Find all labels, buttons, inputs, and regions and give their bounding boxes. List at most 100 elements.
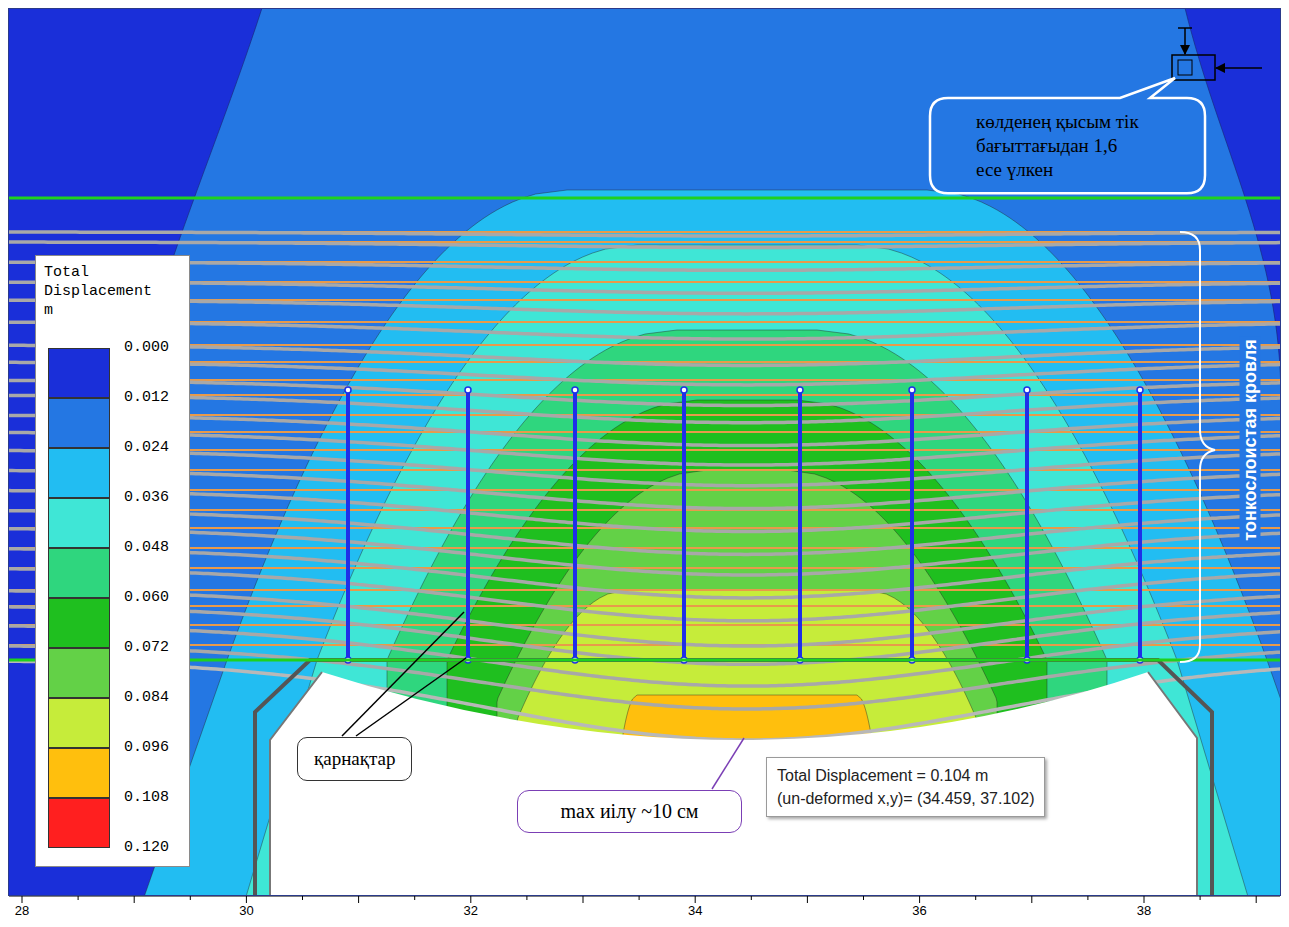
bolt-end: [797, 387, 803, 393]
deformed-layer-line: [9, 262, 1280, 270]
legend-value: 0.012: [124, 389, 169, 407]
axis-tick: [134, 896, 135, 903]
stress-symbol: [1172, 55, 1215, 80]
rock-bolt: [346, 390, 350, 660]
axis-tick: [1087, 896, 1088, 900]
original-layer-line: [9, 469, 1280, 471]
original-layer-line: [9, 489, 1280, 491]
callout-text: max иілу ~10 см: [528, 800, 731, 823]
axis-tick: [751, 896, 752, 900]
legend-value: 0.108: [124, 789, 169, 807]
rock-bolt: [910, 390, 914, 660]
rock-bolt: [798, 390, 802, 660]
callout-text: (un-deformed x,y)= (34.459, 37.102): [777, 787, 1034, 810]
original-layer-line: [9, 394, 1280, 396]
deformed-layer-line: [9, 380, 1280, 405]
callout-text: көлденең қысым тік бағыттағыдан 1,6 есе …: [976, 110, 1139, 181]
legend-swatch: [48, 448, 110, 498]
original-layer-line: [9, 379, 1280, 381]
legend-swatch: [48, 348, 110, 398]
axis-tick: [1144, 896, 1145, 903]
legend-value: 0.120: [124, 839, 169, 857]
bolt-callout: қарнақтар: [297, 737, 412, 781]
deformed-layer-line: [9, 471, 1280, 509]
original-layer-line: [9, 624, 1280, 626]
deformed-layer-line: [9, 300, 1280, 314]
callout-text: қарнақтар: [314, 748, 395, 770]
axis-label: 34: [688, 903, 702, 918]
legend-swatch: [48, 598, 110, 648]
bracket: [1180, 232, 1215, 662]
legend-swatch: [48, 648, 110, 698]
legend-title: Total Displacement m: [44, 264, 169, 320]
legend-value: 0.084: [124, 689, 169, 707]
contour-band: [244, 245, 1251, 895]
axis-label: 32: [464, 903, 478, 918]
rock-bolt: [1025, 390, 1029, 660]
axis-label: 28: [15, 903, 29, 918]
deformed-layer-line: [9, 491, 1280, 532]
axis-tick: [526, 896, 527, 900]
rock-bolt: [466, 390, 470, 660]
stress-arrow: [1178, 27, 1192, 29]
legend-swatch: [48, 548, 110, 598]
bolt-end: [681, 387, 687, 393]
axis-tick: [246, 896, 247, 903]
axis-tick: [1256, 896, 1257, 903]
axis-tick: [414, 896, 415, 900]
deformed-layer-line: [9, 282, 1280, 293]
original-layer-line: [9, 431, 1280, 433]
bolt-end: [1137, 387, 1143, 393]
legend-swatch: [48, 698, 110, 748]
deformed-layer-line: [9, 591, 1280, 646]
tunnel-outline: [255, 660, 1212, 895]
rock-bolt: [573, 390, 577, 660]
legend-swatch: [48, 748, 110, 798]
leader-line: [356, 658, 466, 736]
probe-info-box: Total Displacement = 0.104 m(un-deformed…: [766, 757, 1045, 817]
axis-tick: [1200, 896, 1201, 900]
original-layer-line: [9, 414, 1280, 416]
legend-value: 0.000: [124, 339, 169, 357]
legend-swatch: [48, 798, 110, 848]
deformed-layer-line: [9, 415, 1280, 445]
model-plot: [9, 9, 1280, 895]
excavation: [270, 672, 1197, 895]
axis-tick: [358, 896, 359, 903]
layer-boundary: [9, 197, 1280, 200]
axis-tick: [919, 896, 920, 903]
deformed-layer-line: [9, 607, 1280, 665]
stress-arrow: [1216, 67, 1262, 69]
legend-swatch: [48, 398, 110, 448]
original-layer-line: [9, 605, 1280, 607]
leader-line: [342, 612, 464, 736]
bolt-end: [572, 387, 578, 393]
legend-value: 0.036: [124, 489, 169, 507]
stress-symbol: [1178, 60, 1192, 75]
bolt-end: [465, 387, 471, 393]
original-layer-line: [9, 449, 1280, 451]
axis-tick: [190, 896, 191, 900]
deformed-layer-line: [9, 450, 1280, 485]
axis-tick: [583, 896, 584, 903]
stress-arrow: [1184, 28, 1186, 54]
deformed-layer-line: [9, 232, 1280, 236]
layer-label: тонкослоистая кровля: [1240, 336, 1261, 543]
axis-tick: [863, 896, 864, 900]
plot-frame: [9, 9, 1281, 896]
leader-line: [712, 738, 744, 789]
bolt-end: [1024, 387, 1030, 393]
deformed-layer-line: [9, 626, 1280, 686]
layer-boundary: [9, 659, 1280, 662]
legend-value: 0.024: [124, 439, 169, 457]
axis-tick: [975, 896, 976, 900]
deformed-layer-line: [9, 345, 1280, 365]
original-layer-line: [9, 644, 1280, 646]
rock-bolt: [1138, 390, 1142, 660]
axis-tick: [695, 896, 696, 903]
deformed-layer-line: [9, 242, 1280, 247]
legend-value: 0.072: [124, 639, 169, 657]
axis-tick: [470, 896, 471, 903]
legend-panel: 0.0000.0120.0240.0360.0480.0600.0720.084…: [35, 255, 190, 867]
